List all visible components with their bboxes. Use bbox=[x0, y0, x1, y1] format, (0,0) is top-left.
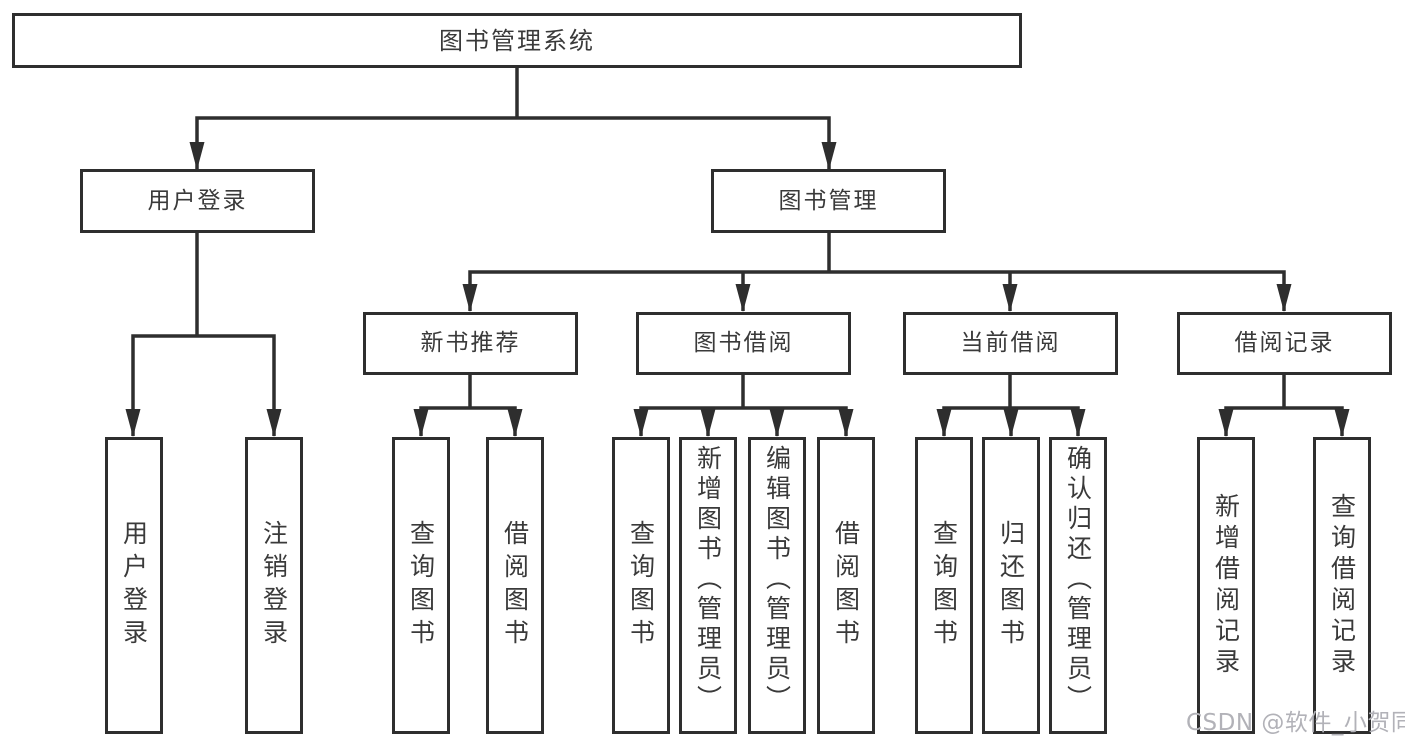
arrowhead-icon bbox=[1003, 409, 1019, 437]
leaf-borrow-book: 借阅图书 bbox=[817, 437, 875, 734]
leaf-add-book-admin-label: 新增图书（管理员） bbox=[693, 445, 723, 715]
leaf-add-borrow-record-label: 新增借阅记录 bbox=[1211, 492, 1241, 679]
arrowhead-icon bbox=[769, 409, 785, 437]
arrowhead-icon bbox=[1070, 409, 1086, 437]
leaf-query-book-borrow-label: 查询图书 bbox=[626, 519, 656, 652]
connector-book-management bbox=[462, 233, 1292, 312]
leaf-query-book-recommend-label: 查询图书 bbox=[406, 519, 436, 652]
node-current-borrow: 当前借阅 bbox=[903, 312, 1118, 375]
leaf-confirm-return-admin-label: 确认归还（管理员） bbox=[1063, 445, 1093, 715]
arrowhead-icon bbox=[1002, 284, 1018, 312]
arrowhead-icon bbox=[936, 409, 952, 437]
node-book-management: 图书管理 bbox=[711, 169, 946, 233]
connector-new-book-recommend bbox=[413, 374, 523, 437]
arrowhead-icon bbox=[1334, 409, 1350, 437]
leaf-edit-book-admin-label: 编辑图书（管理员） bbox=[762, 445, 792, 715]
connector-root bbox=[189, 65, 837, 170]
node-book-borrow: 图书借阅 bbox=[636, 312, 851, 375]
node-new-book-recommend: 新书推荐 bbox=[363, 312, 578, 375]
node-new-book-recommend-label: 新书推荐 bbox=[420, 330, 521, 356]
node-borrow-records-label: 借阅记录 bbox=[1234, 330, 1335, 356]
arrowhead-icon bbox=[462, 284, 478, 312]
leaf-query-book-borrow: 查询图书 bbox=[612, 437, 670, 734]
connector-book-borrow bbox=[633, 374, 854, 437]
leaf-borrow-book-recommend-label: 借阅图书 bbox=[500, 519, 530, 652]
leaf-return-book: 归还图书 bbox=[982, 437, 1040, 734]
arrowhead-icon bbox=[125, 409, 141, 437]
leaf-borrow-book-label: 借阅图书 bbox=[831, 519, 861, 652]
leaf-query-book-current: 查询图书 bbox=[915, 437, 973, 734]
leaf-return-book-label: 归还图书 bbox=[996, 519, 1026, 652]
leaf-user-login-label: 用户登录 bbox=[119, 519, 149, 652]
arrowhead-icon bbox=[821, 142, 837, 170]
arrowhead-icon bbox=[1218, 409, 1234, 437]
leaf-confirm-return-admin: 确认归还（管理员） bbox=[1049, 437, 1107, 734]
connector-current-borrow bbox=[936, 374, 1086, 437]
leaf-borrow-book-recommend: 借阅图书 bbox=[486, 437, 544, 734]
leaf-query-book-recommend: 查询图书 bbox=[392, 437, 450, 734]
watermark: CSDN @软件_小贺同学 bbox=[1186, 710, 1405, 736]
arrowhead-icon bbox=[700, 409, 716, 437]
leaf-edit-book-admin: 编辑图书（管理员） bbox=[748, 437, 806, 734]
node-root: 图书管理系统 bbox=[12, 13, 1022, 68]
node-borrow-records: 借阅记录 bbox=[1177, 312, 1392, 375]
arrowhead-icon bbox=[413, 409, 429, 437]
leaf-query-borrow-record-label: 查询借阅记录 bbox=[1327, 492, 1357, 679]
leaf-logout-label: 注销登录 bbox=[259, 519, 289, 652]
arrowhead-icon bbox=[838, 409, 854, 437]
arrowhead-icon bbox=[266, 409, 282, 437]
node-root-label: 图书管理系统 bbox=[439, 26, 595, 55]
node-user-login: 用户登录 bbox=[80, 169, 315, 233]
leaf-add-book-admin: 新增图书（管理员） bbox=[679, 437, 737, 734]
connector-borrow-records bbox=[1218, 374, 1350, 437]
node-user-login-label: 用户登录 bbox=[147, 187, 248, 214]
node-book-management-label: 图书管理 bbox=[778, 187, 879, 214]
arrowhead-icon bbox=[507, 409, 523, 437]
leaf-query-borrow-record: 查询借阅记录 bbox=[1313, 437, 1371, 734]
connector-user-login bbox=[125, 233, 282, 437]
node-book-borrow-label: 图书借阅 bbox=[693, 330, 794, 356]
leaf-user-login: 用户登录 bbox=[105, 437, 163, 734]
leaf-logout: 注销登录 bbox=[245, 437, 303, 734]
arrowhead-icon bbox=[735, 284, 751, 312]
arrowhead-icon bbox=[633, 409, 649, 437]
arrowhead-icon bbox=[1276, 284, 1292, 312]
leaf-query-book-current-label: 查询图书 bbox=[929, 519, 959, 652]
arrowhead-icon bbox=[189, 142, 205, 170]
leaf-add-borrow-record: 新增借阅记录 bbox=[1197, 437, 1255, 734]
node-current-borrow-label: 当前借阅 bbox=[960, 330, 1061, 356]
